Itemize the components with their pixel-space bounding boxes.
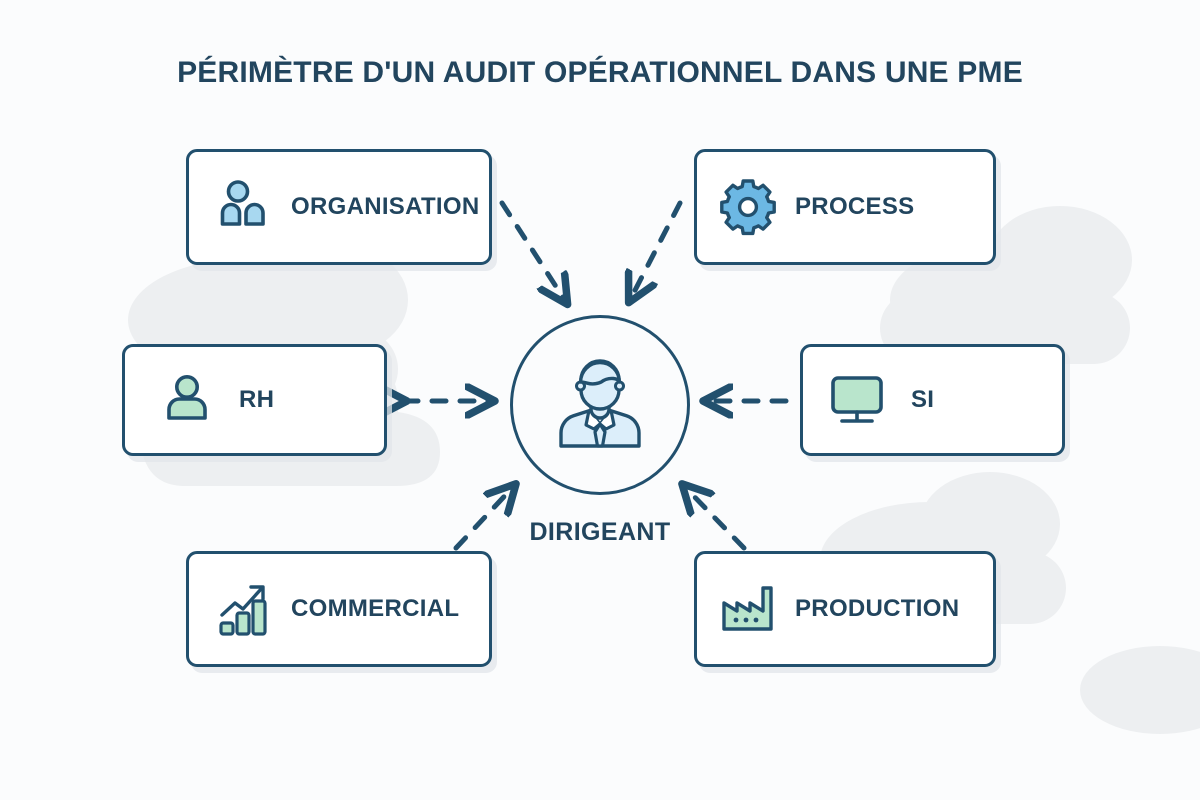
node-process[interactable]: PROCESS: [694, 149, 996, 265]
connector-organisation: [499, 200, 566, 302]
node-label-process: PROCESS: [795, 193, 915, 220]
node-label-organisation: ORGANISATION: [291, 193, 480, 220]
center-label-dirigeant: DIRIGEANT: [529, 518, 671, 546]
monitor-icon: [827, 372, 887, 428]
people-group-icon: [215, 178, 273, 236]
node-label-si: SI: [911, 386, 935, 413]
person-icon: [159, 372, 215, 428]
node-rh[interactable]: RH: [122, 344, 387, 456]
center-node-dirigeant[interactable]: [510, 315, 690, 495]
node-organisation[interactable]: ORGANISATION: [186, 149, 492, 265]
node-production[interactable]: PRODUCTION: [694, 551, 996, 667]
node-label-commercial: COMMERCIAL: [291, 595, 460, 622]
page-title: PÉRIMÈTRE D'UN AUDIT OPÉRATIONNEL DANS U…: [177, 56, 1023, 89]
node-commercial[interactable]: COMMERCIAL: [186, 551, 492, 667]
node-label-rh: RH: [239, 386, 275, 413]
node-si[interactable]: SI: [800, 344, 1065, 456]
connector-process: [630, 200, 683, 300]
businessman-icon: [539, 342, 661, 469]
factory-icon: [719, 580, 779, 638]
growth-chart-icon: [215, 579, 275, 639]
gear-icon: [719, 178, 777, 236]
node-label-production: PRODUCTION: [795, 595, 960, 622]
